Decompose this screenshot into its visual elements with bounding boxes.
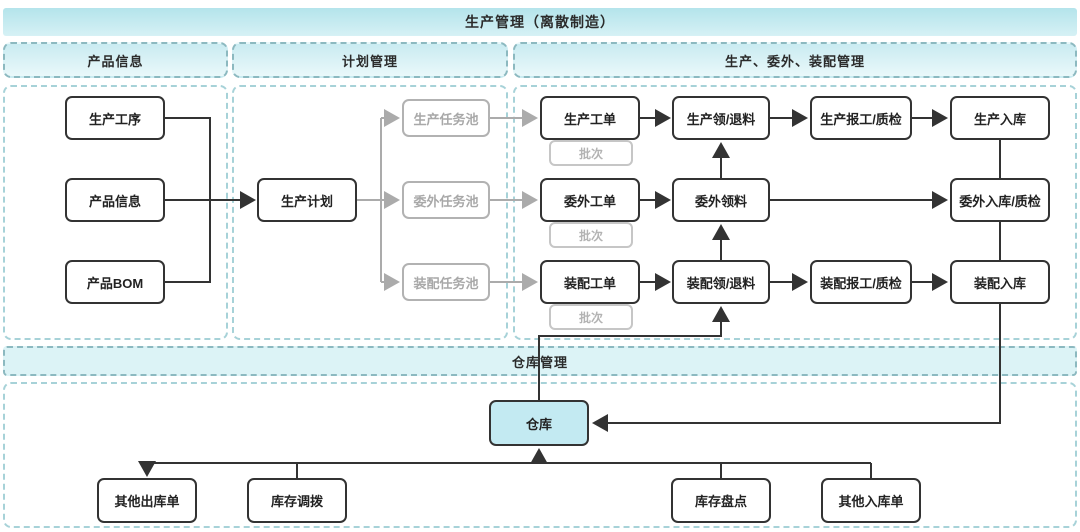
- section-header-label: 生产、委外、装配管理: [724, 53, 865, 69]
- node-assembly-inbound: 装配入库: [950, 260, 1050, 304]
- section-header-label: 计划管理: [341, 53, 398, 69]
- node-outsourcing-issue: 委外领料: [672, 178, 770, 222]
- node-outsourcing-work-order: 委外工单: [540, 178, 640, 222]
- node-assembly-report-qc: 装配报工/质检: [810, 260, 912, 304]
- node-production-plan: 生产计划: [257, 178, 357, 222]
- top-banner: 生产管理（离散制造）: [3, 8, 1077, 36]
- section-header-plan-management: 计划管理: [232, 42, 508, 78]
- node-assembly-issue-return: 装配领/退料: [672, 260, 770, 304]
- node-warehouse: 仓库: [489, 400, 589, 446]
- node-outsourcing-task-pool: 委外任务池: [402, 181, 490, 219]
- section-header-production-management: 生产、委外、装配管理: [513, 42, 1077, 78]
- node-batch-assembly: 批次: [549, 304, 633, 330]
- node-production-report-qc: 生产报工/质检: [810, 96, 912, 140]
- node-batch-outsourcing: 批次: [549, 222, 633, 248]
- node-other-outbound-order: 其他出库单: [97, 478, 197, 523]
- node-inventory-count: 库存盘点: [671, 478, 771, 523]
- section-header-label: 仓库管理: [511, 354, 568, 370]
- node-outsourcing-inbound-qc: 委外入库/质检: [950, 178, 1050, 222]
- node-production-task-pool: 生产任务池: [402, 99, 490, 137]
- node-product-bom: 产品BOM: [65, 260, 165, 304]
- section-header-product-info: 产品信息: [3, 42, 228, 78]
- node-assembly-work-order: 装配工单: [540, 260, 640, 304]
- node-production-issue-return: 生产领/退料: [672, 96, 770, 140]
- node-assembly-task-pool: 装配任务池: [402, 263, 490, 301]
- node-production-inbound: 生产入库: [950, 96, 1050, 140]
- warehouse-management-banner: 仓库管理: [3, 346, 1077, 376]
- diagram-title: 生产管理（离散制造）: [465, 14, 615, 30]
- node-production-work-order: 生产工单: [540, 96, 640, 140]
- node-production-process: 生产工序: [65, 96, 165, 140]
- node-product-info: 产品信息: [65, 178, 165, 222]
- section-header-label: 产品信息: [87, 53, 144, 69]
- node-batch-production: 批次: [549, 140, 633, 166]
- node-other-inbound-order: 其他入库单: [821, 478, 921, 523]
- node-inventory-transfer: 库存调拨: [247, 478, 347, 523]
